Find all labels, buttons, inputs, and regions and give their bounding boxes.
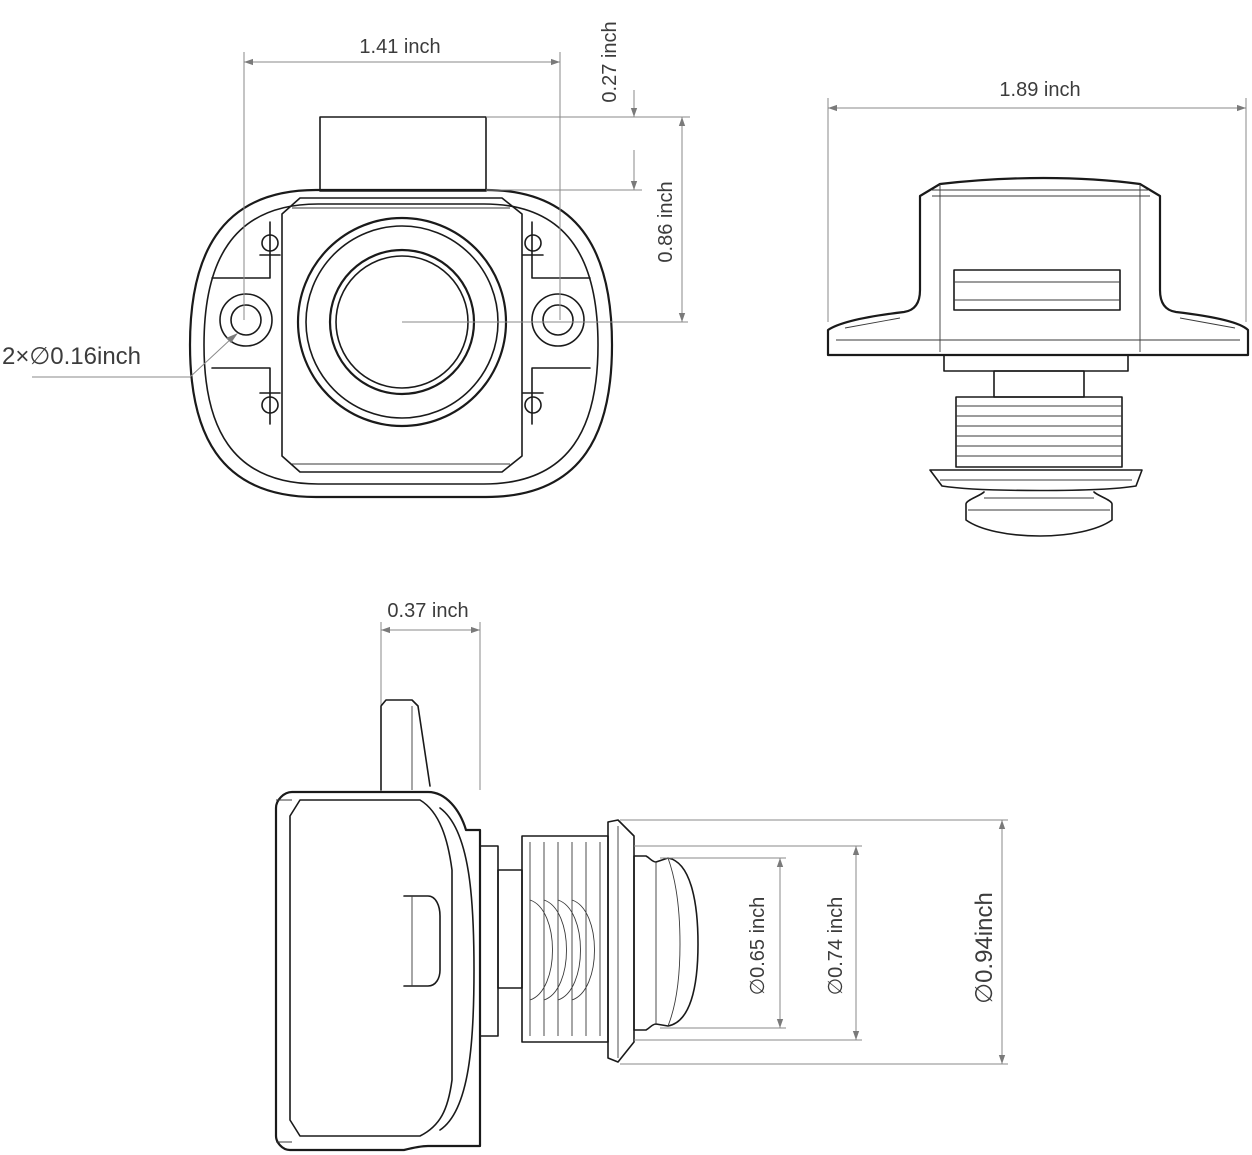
inner-frame <box>281 197 523 473</box>
flange-diameter-label: ∅0.94inch <box>971 892 998 1004</box>
center-height-label: 0.86 inch <box>655 181 677 262</box>
flange <box>929 469 1143 492</box>
mounting-hole-left <box>219 293 273 347</box>
outer-housing <box>188 188 614 499</box>
mounting-hole-right <box>531 293 585 347</box>
threaded-barrel <box>521 835 609 1043</box>
thread-diameter-label: ∅0.74 inch <box>825 897 847 996</box>
width-label: 1.41 inch <box>359 36 440 58</box>
depth-label: 0.37 inch <box>387 600 468 622</box>
top-view: 1.89 inch <box>826 79 1250 537</box>
side-view: 0.37 inch ∅0.65 inch ∅0.74 inch <box>274 600 1008 1152</box>
push-knob <box>633 855 699 1031</box>
threaded-barrel <box>955 396 1123 468</box>
knob-diameter-label: ∅0.65 inch <box>747 897 769 996</box>
latch-body <box>826 176 1250 357</box>
flange <box>607 819 635 1063</box>
latch-tongue <box>380 699 431 791</box>
latch-housing <box>274 790 482 1152</box>
top-offset-label: 0.27 inch <box>599 21 621 102</box>
latch-tongue <box>319 116 487 192</box>
latch-slot <box>953 269 1121 311</box>
front-view: 1.41 inch 0.27 inch 0.86 inch 2×∅0.16inc… <box>2 21 690 499</box>
width-label: 1.89 inch <box>999 79 1080 101</box>
holes-label: 2×∅0.16inch <box>2 343 141 370</box>
